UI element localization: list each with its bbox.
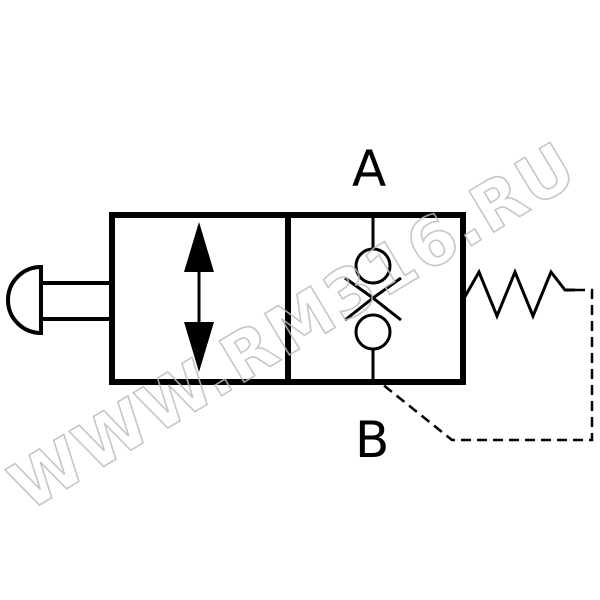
flow-arrow-up-head bbox=[184, 222, 214, 272]
port-a-label: A bbox=[352, 140, 386, 198]
push-button-actuator bbox=[6, 264, 112, 336]
flow-arrow-bidirectional bbox=[184, 222, 214, 372]
watermark-text: WWW.RM316.RU bbox=[0, 127, 590, 526]
check-valve-seat-lower bbox=[344, 296, 402, 322]
check-valve-ball-upper bbox=[354, 247, 392, 285]
push-button-head bbox=[6, 264, 43, 336]
pilot-line-dashed bbox=[381, 288, 594, 442]
check-valve-pair bbox=[344, 215, 402, 382]
return-spring bbox=[461, 268, 575, 320]
port-b-label: B bbox=[355, 411, 389, 469]
flow-arrow-down-head bbox=[184, 322, 214, 372]
